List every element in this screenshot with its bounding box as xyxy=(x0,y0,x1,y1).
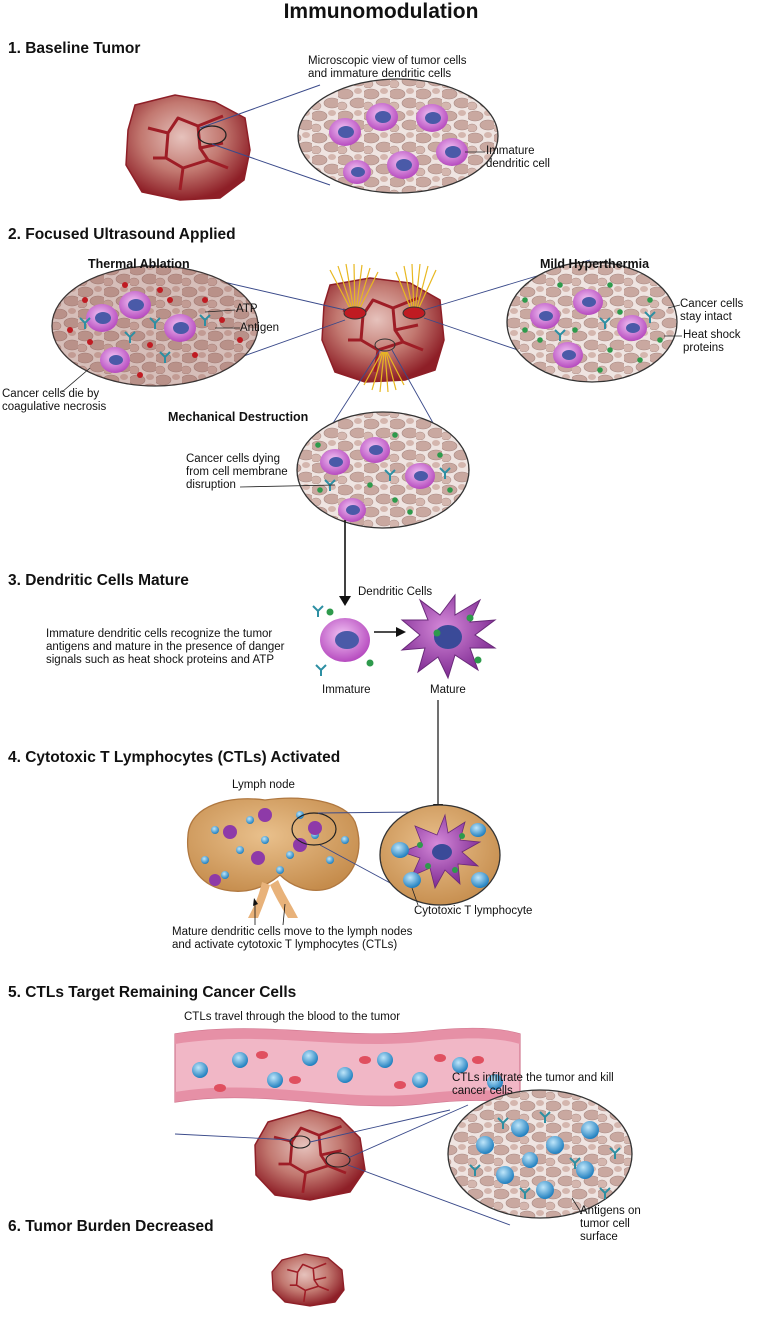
baseline-tumor xyxy=(125,94,251,201)
zoom-line xyxy=(317,811,421,814)
pointer-line xyxy=(61,367,91,393)
vessel-ctls xyxy=(192,1050,503,1092)
label-immature: Immature xyxy=(322,684,371,696)
label-recognize-antigens: Immature dendritic cells recognize the t… xyxy=(46,628,285,666)
label-dendritic-cells: Dendritic Cells xyxy=(358,586,433,598)
section-6-heading: 6. Tumor Burden Decreased xyxy=(8,1218,214,1235)
label-antigen: Antigen xyxy=(240,322,280,334)
pointer-line xyxy=(282,903,286,926)
pointer-line xyxy=(667,304,681,309)
zoom-line xyxy=(174,1133,293,1141)
label-move-to-lymph-nodes: Mature dendritic cells move to the lymph… xyxy=(172,926,413,951)
zoom-line xyxy=(347,1164,511,1226)
immature-dendritic-cells xyxy=(329,103,468,184)
label-cytotoxic-t-lymphocyte: Cytotoxic T lymphocyte xyxy=(414,905,533,917)
atp-dots xyxy=(67,282,243,378)
pointer-line xyxy=(204,309,236,313)
blood-vessel xyxy=(174,1027,521,1107)
section-4-heading: 4. Cytotoxic T Lymphocytes (CTLs) Activa… xyxy=(8,749,341,766)
page-title: Immunomodulation xyxy=(283,0,479,23)
heat-shock-protein-dots xyxy=(522,282,663,373)
tumor-section-5 xyxy=(254,1109,366,1201)
micro-view-thermal-ablation xyxy=(51,265,259,387)
pointer-line xyxy=(411,887,419,906)
section-5-heading: 5. CTLs Target Remaining Cancer Cells xyxy=(8,984,297,1001)
label-mature: Mature xyxy=(430,684,466,696)
small-tumor xyxy=(271,1253,345,1307)
label-ctls-travel: CTLs travel through the blood to the tum… xyxy=(184,1011,401,1023)
subheading-thermal-ablation: Thermal Ablation xyxy=(88,257,190,271)
section-1-heading: 1. Baseline Tumor xyxy=(8,40,141,57)
flow-arrowhead xyxy=(339,596,351,606)
zoom-line xyxy=(211,143,331,186)
lymph-node-zoom-view xyxy=(379,804,501,906)
central-tumor-ultrasound xyxy=(321,263,445,393)
section-3-heading: 3. Dendritic Cells Mature xyxy=(8,572,189,589)
zoom-line xyxy=(309,1109,451,1143)
micro-view-ctl-infiltration xyxy=(447,1089,633,1219)
subheading-mild-hyperthermia: Mild Hyperthermia xyxy=(540,257,650,271)
zoom-line xyxy=(199,84,321,129)
zoom-line xyxy=(347,1104,469,1159)
pointer-line xyxy=(239,484,336,488)
immature-dendritic-cell xyxy=(312,605,374,676)
micro-view-baseline xyxy=(297,78,499,194)
micro-view-mechanical-destruction xyxy=(296,411,470,529)
lymph-node xyxy=(187,797,360,918)
label-lymph-node: Lymph node xyxy=(232,779,295,791)
label-atp: ATP xyxy=(236,303,258,315)
pointer-line xyxy=(571,1197,583,1215)
mature-dendritic-cell xyxy=(400,593,497,680)
antigen-shapes xyxy=(79,314,211,363)
ultrasound-beams xyxy=(329,263,437,393)
maturation-arrowhead xyxy=(396,627,406,637)
pointer-arrowhead xyxy=(253,898,258,906)
lymph-node-cells xyxy=(201,808,349,886)
subheading-mechanical-destruction: Mechanical Destruction xyxy=(168,410,309,424)
section-2-heading: 2. Focused Ultrasound Applied xyxy=(8,226,236,243)
micro-view-mild-hyperthermia xyxy=(506,261,678,383)
